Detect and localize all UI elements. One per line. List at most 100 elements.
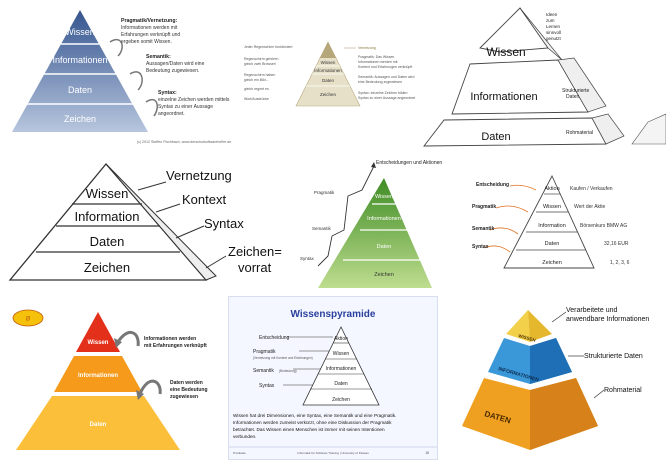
description-line: betrachtet. Das Wissen einen Menschen is… — [233, 427, 385, 432]
pyramid-image-1[interactable]: Wissen Informationen Daten Zeichen Pragm… — [8, 8, 232, 148]
side-label: Entscheidung — [476, 182, 509, 188]
side-label: Strukturierte Daten — [584, 353, 643, 360]
dimension-label: Vernetzung — [166, 168, 232, 183]
level-label: Zeichen — [320, 92, 337, 97]
slide-footer: Informatik für Software Training | Unive… — [297, 451, 369, 455]
level-label: Daten — [322, 78, 335, 83]
pyramid-image-7[interactable]: Ø Wissen Informationen Daten Information… — [6, 304, 228, 454]
top-label: Entscheidungen und Aktionen — [376, 160, 442, 166]
note-text: ergeben somit Wissen. — [121, 39, 172, 45]
side-label-note: (Vernetzung mit Kontext und Erfahrungen) — [253, 356, 313, 360]
side-label: Semantik — [312, 226, 332, 231]
pyramid-image-5[interactable]: Wissen Informationen Daten Zeichen Entsc… — [296, 156, 456, 292]
note-text: angeordnet. — [158, 111, 185, 117]
description-line: Wissen hat drei Dimensionen, eine Syntax… — [233, 413, 396, 418]
curved-arrow — [138, 379, 162, 395]
level-label: Zeichen — [84, 260, 130, 275]
side-label: Syntax — [300, 256, 315, 261]
level-label: Zeichen — [374, 272, 394, 278]
page-number: 18 — [425, 451, 429, 455]
example-text: Wert der Aktie — [574, 204, 606, 210]
side-text: gleich ein Bild... — [244, 78, 269, 82]
note-title: Pragmatik/Vernetzung: — [121, 18, 177, 24]
logo-badge — [12, 309, 44, 327]
level-label: Informationen — [52, 55, 107, 65]
pyramid-image-9[interactable]: WISSEN INFORMATIONEN DATEN Verarbeitete … — [444, 300, 662, 456]
pyramid-image-3[interactable]: Wissen Informationen Daten Ideen zum Ler… — [420, 2, 666, 150]
handwritten-note: Ideen — [546, 12, 558, 17]
handwritten-note: Lernen — [546, 24, 561, 29]
level-label: Informationen — [314, 68, 342, 73]
slide-footer: P.Grässle — [233, 451, 246, 455]
curved-arrow — [116, 331, 140, 347]
side-label: Semantik — [472, 226, 494, 232]
side-text: Semantik: Aussagen und Daten wird — [358, 75, 414, 79]
side-text: Jeder Regenschirm funktioniert — [244, 45, 292, 49]
level-label: Zeichen — [542, 260, 562, 266]
side-label: Entscheidung — [259, 335, 290, 341]
handwritten-note: sinnvoll — [546, 30, 561, 35]
level-label: Daten — [90, 234, 125, 249]
note-text: Daten werden — [170, 380, 203, 386]
level-label: Wissen — [543, 204, 561, 210]
handwritten-note: genutzt — [546, 36, 562, 41]
copyright-footer: (c) 2012 Steffen Fischbach, www.derschul… — [137, 140, 231, 144]
curved-arrow — [129, 71, 143, 91]
pyramid-shape — [12, 10, 148, 132]
level-label: Daten — [68, 85, 92, 95]
note-text: zugewiesen — [170, 394, 198, 400]
level-label: Wissen — [65, 27, 95, 37]
level-label: Daten — [545, 241, 560, 247]
example-text: Börsenkurs BMW AG — [580, 223, 627, 229]
pyramid-top — [76, 312, 120, 352]
pyramid-shape — [302, 326, 380, 406]
curved-arrow — [145, 98, 159, 117]
level-label: Zeichen — [64, 114, 96, 124]
level-label: Daten — [377, 244, 392, 250]
handwritten-note: zum — [546, 18, 555, 23]
level-label: Informationen — [367, 216, 401, 222]
level-label: Aktion — [544, 186, 559, 192]
pyramid-image-8[interactable]: Wissenspyramide Aktion Wissen Informatio… — [228, 296, 438, 460]
level-label: WISSEN — [518, 333, 536, 343]
pyramid-image-4[interactable]: Wissen Information Daten Zeichen Vernetz… — [6, 160, 288, 286]
pyramid-image-2[interactable]: Wissen Informationen Daten Zeichen Jeder… — [240, 38, 416, 110]
dimension-label: Syntax — [204, 216, 244, 231]
side-label: anwendbare Informationen — [566, 316, 649, 323]
level-label: Information — [538, 223, 566, 229]
note-text: einzelne Zeichen werden mittels — [158, 97, 230, 103]
side-text: Wort/Ausdrücke — [244, 97, 269, 101]
pyramid-top-left — [506, 310, 530, 342]
level-label: Wissen — [321, 60, 336, 65]
side-label: Rohmaterial — [604, 387, 642, 394]
example-text: 1, 2, 3, 6 — [610, 260, 630, 266]
level-label: Daten — [334, 381, 348, 387]
level-label: Wissen — [486, 45, 525, 59]
level-label: Informationen — [78, 373, 118, 379]
side-label: Syntax — [472, 244, 489, 250]
dimension-label: vorrat — [238, 260, 272, 275]
pyramid-image-6[interactable]: Aktion Wissen Information Daten Zeichen … — [470, 168, 662, 282]
example-text: Kaufen / Verkaufen — [570, 186, 613, 192]
side-text: Regenschirm haben — [244, 73, 275, 77]
example-text: 32,16 EUR — [604, 241, 629, 247]
side-text: gleich zwei Browser! — [244, 62, 276, 66]
side-text: eine Bedeutung zugewiesen — [358, 80, 402, 84]
pyramid-middle — [54, 356, 142, 392]
dimension-label: Zeichen= — [228, 244, 282, 259]
side-text: Regenschirm gehören — [244, 57, 278, 61]
handwritten-note: Daten — [566, 94, 580, 100]
level-label: Wissen — [375, 194, 393, 200]
slide-title: Wissenspyramide — [291, 309, 376, 320]
side-label: Verarbeitete und — [566, 307, 617, 314]
side-label: Pragmatik — [314, 190, 335, 195]
note-text: eine Bedeutung — [170, 387, 208, 393]
note-text: Erfahrungen verknüpft und — [121, 32, 180, 38]
level-label: Aktion — [334, 336, 348, 342]
side-text: Vernetzung — [358, 46, 376, 50]
note-title: Syntax: — [158, 90, 177, 96]
logo-text: Ø — [26, 317, 31, 323]
level-label: Zeichen — [332, 397, 350, 403]
level-label: Wissen — [333, 351, 350, 357]
level-label: Wissen — [86, 186, 129, 201]
